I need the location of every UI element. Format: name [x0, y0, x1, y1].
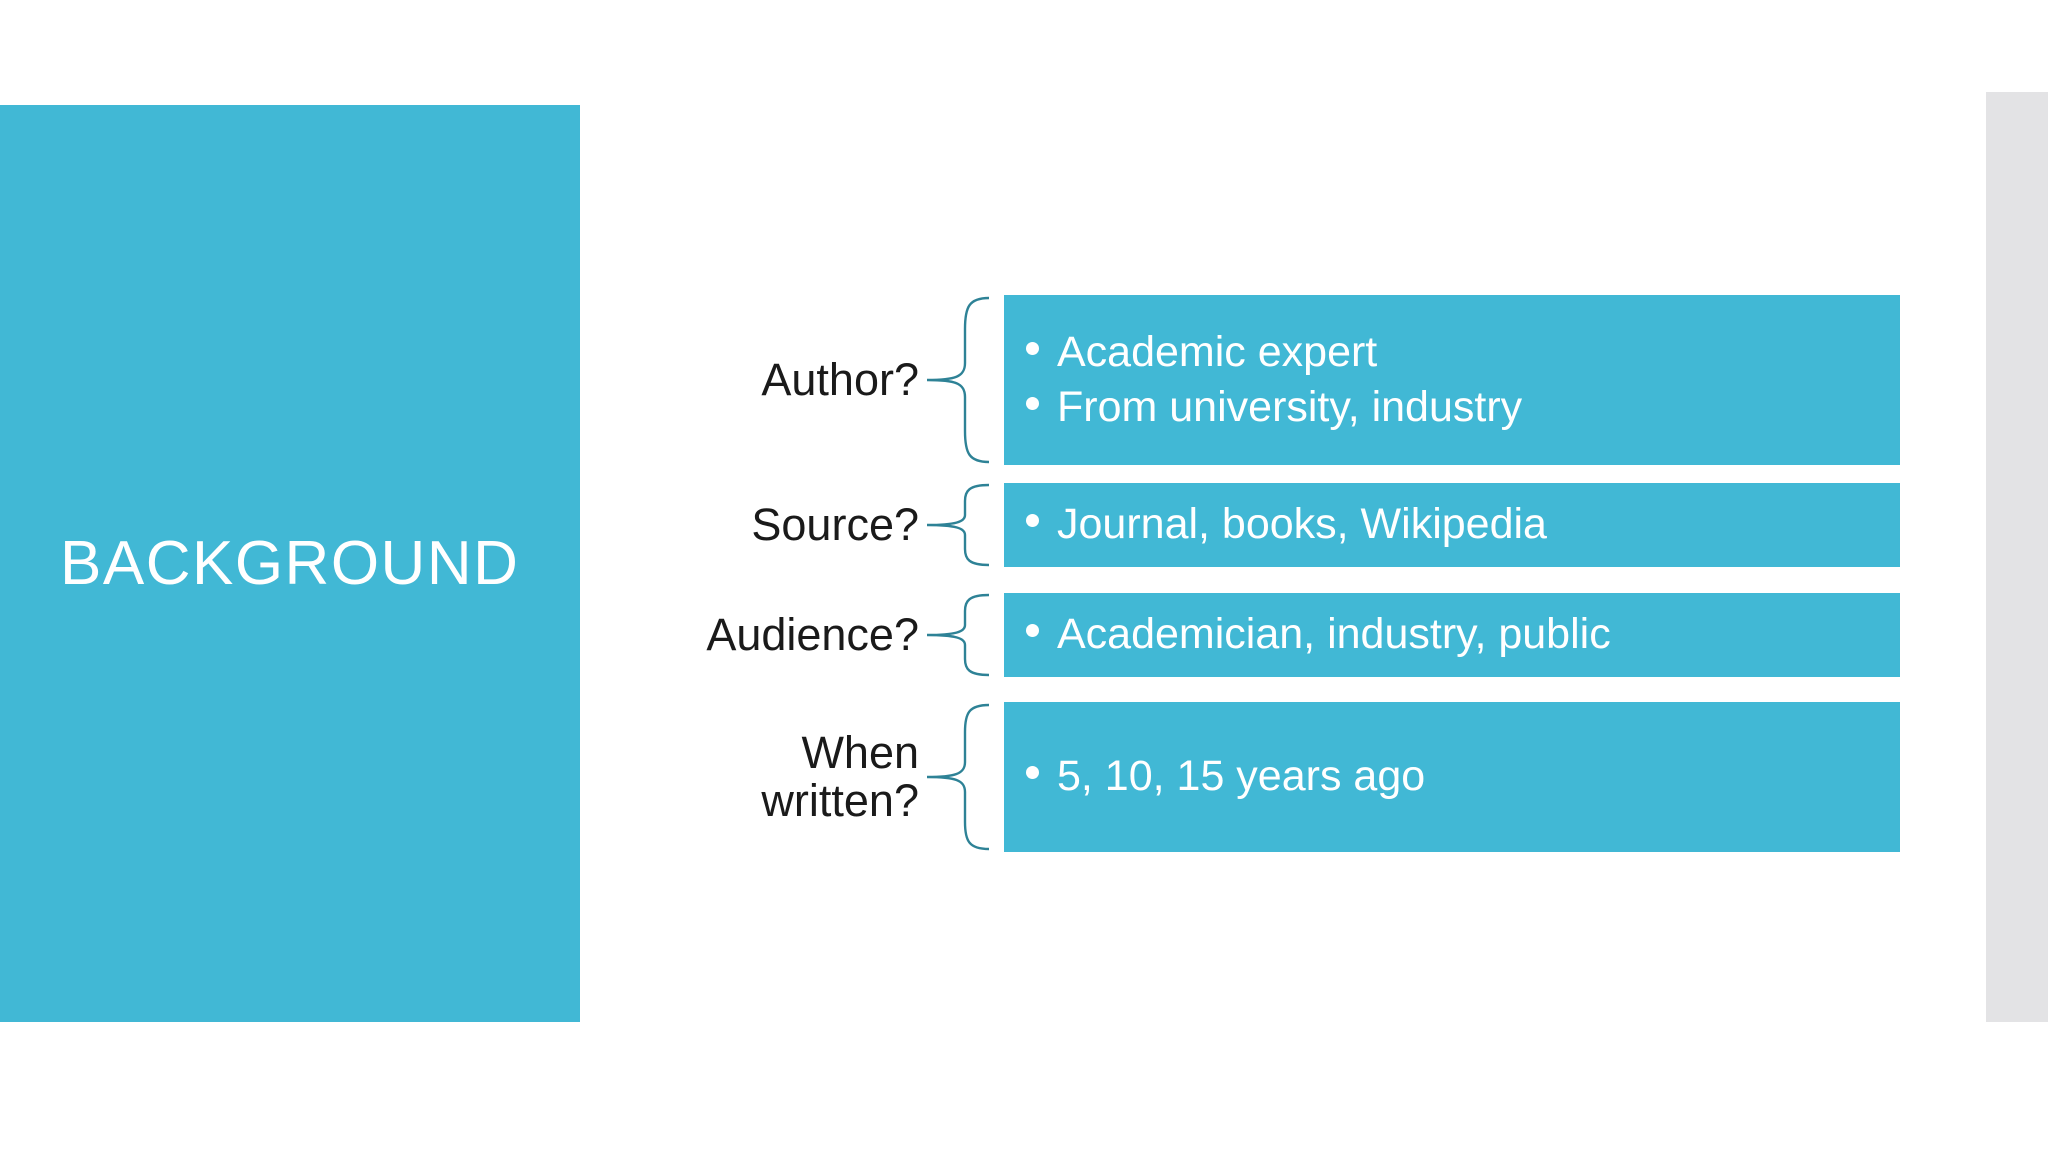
row-label-author: Author? [560, 295, 925, 465]
content-box-when-written: 5, 10, 15 years ago [1004, 702, 1900, 852]
bullet-item: 5, 10, 15 years ago [1026, 749, 1900, 804]
diagram-row-when-written: When written? 5, 10, 15 years ago [560, 702, 1900, 852]
content-box-author: Academic expert From university, industr… [1004, 295, 1900, 465]
row-label-source-text: Source? [751, 499, 919, 551]
bullet-item: Academic expert [1026, 325, 1900, 380]
bullet-dot-icon [1026, 397, 1039, 410]
slide-title-panel: BACKGROUND [0, 105, 580, 1022]
bullet-dot-icon [1026, 514, 1039, 528]
bullet-text: Academic expert [1057, 327, 1378, 376]
diagram-row-author: Author? Academic expert From university,… [560, 295, 1900, 465]
row-label-when-written-text: When written? [761, 729, 919, 824]
content-box-source: Journal, books, Wikipedia [1004, 483, 1900, 567]
bullet-item: Academician, industry, public [1026, 607, 1900, 662]
curly-brace-icon [925, 483, 991, 567]
bullet-text: 5, 10, 15 years ago [1057, 752, 1426, 801]
curly-brace-icon [925, 295, 991, 465]
bullet-dot-icon [1026, 766, 1039, 780]
diagram-row-source: Source? Journal, books, Wikipedia [560, 483, 1900, 567]
right-page-strip [1986, 92, 2048, 1022]
row-label-when-written-line2: written? [761, 775, 919, 826]
bullet-item: From university, industry [1026, 380, 1900, 435]
row-label-source: Source? [560, 483, 925, 567]
slide-title: BACKGROUND [60, 528, 520, 598]
row-label-audience: Audience? [560, 593, 925, 677]
bullet-text: From university, industry [1057, 383, 1523, 431]
row-label-audience-text: Audience? [706, 609, 919, 661]
bullet-item: Journal, books, Wikipedia [1026, 497, 1900, 552]
curly-brace-icon [925, 702, 991, 852]
bullet-dot-icon [1026, 341, 1039, 355]
row-label-when-written-line1: When [801, 727, 919, 779]
bullet-text: Academician, industry, public [1057, 610, 1611, 659]
row-label-when-written: When written? [560, 702, 925, 852]
bullet-dot-icon [1026, 624, 1039, 638]
curly-brace-icon [925, 593, 991, 677]
bullet-text: Journal, books, Wikipedia [1057, 500, 1547, 549]
diagram-row-audience: Audience? Academician, industry, public [560, 593, 1900, 677]
content-box-audience: Academician, industry, public [1004, 593, 1900, 677]
row-label-author-text: Author? [761, 354, 919, 406]
background-criteria-diagram: Author? Academic expert From university,… [560, 290, 1900, 865]
